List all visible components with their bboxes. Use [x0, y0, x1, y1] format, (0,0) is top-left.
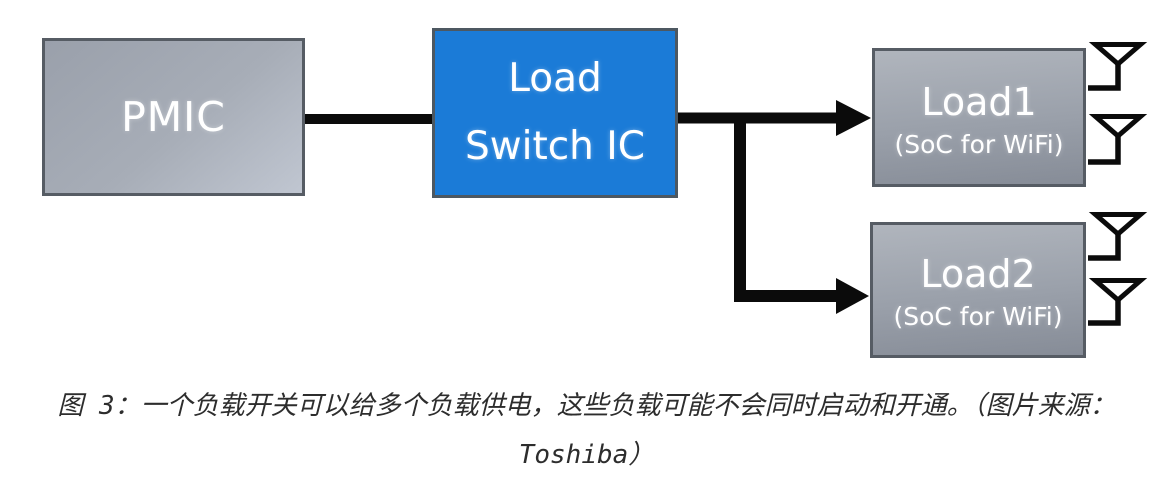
block-load2: Load2 (SoC for WiFi)	[870, 222, 1086, 358]
figure-caption-line1: 图 3：一个负载开关可以给多个负载供电，这些负载可能不会同时启动和开通。（图片来…	[57, 391, 1116, 421]
block-pmic: PMIC	[42, 38, 305, 196]
arrowhead-load2-icon	[836, 278, 869, 314]
antenna-icon	[1088, 42, 1148, 91]
block-load-switch-ic: Load Switch IC	[432, 28, 678, 198]
load2-subtitle: (SoC for WiFi)	[893, 302, 1063, 332]
block-load1: Load1 (SoC for WiFi)	[872, 48, 1086, 187]
load1-title: Load1	[921, 79, 1037, 124]
figure-caption-line2: Toshiba）	[518, 439, 655, 470]
load-switch-label-line2: Switch IC	[464, 123, 646, 169]
antenna-icon	[1088, 278, 1148, 326]
load-switch-label-line1: Load	[508, 55, 602, 101]
pmic-label: PMIC	[121, 93, 226, 141]
arrowhead-load1-icon	[836, 100, 871, 136]
load2-title: Load2	[920, 252, 1036, 297]
antenna-icon	[1088, 212, 1148, 261]
antenna-icon	[1088, 114, 1148, 165]
load1-subtitle: (SoC for WiFi)	[894, 129, 1064, 159]
wire-branch-to-load2	[734, 118, 840, 302]
figure-caption: 图 3：一个负载开关可以给多个负载供电，这些负载可能不会同时启动和开通。（图片来…	[0, 390, 1173, 473]
